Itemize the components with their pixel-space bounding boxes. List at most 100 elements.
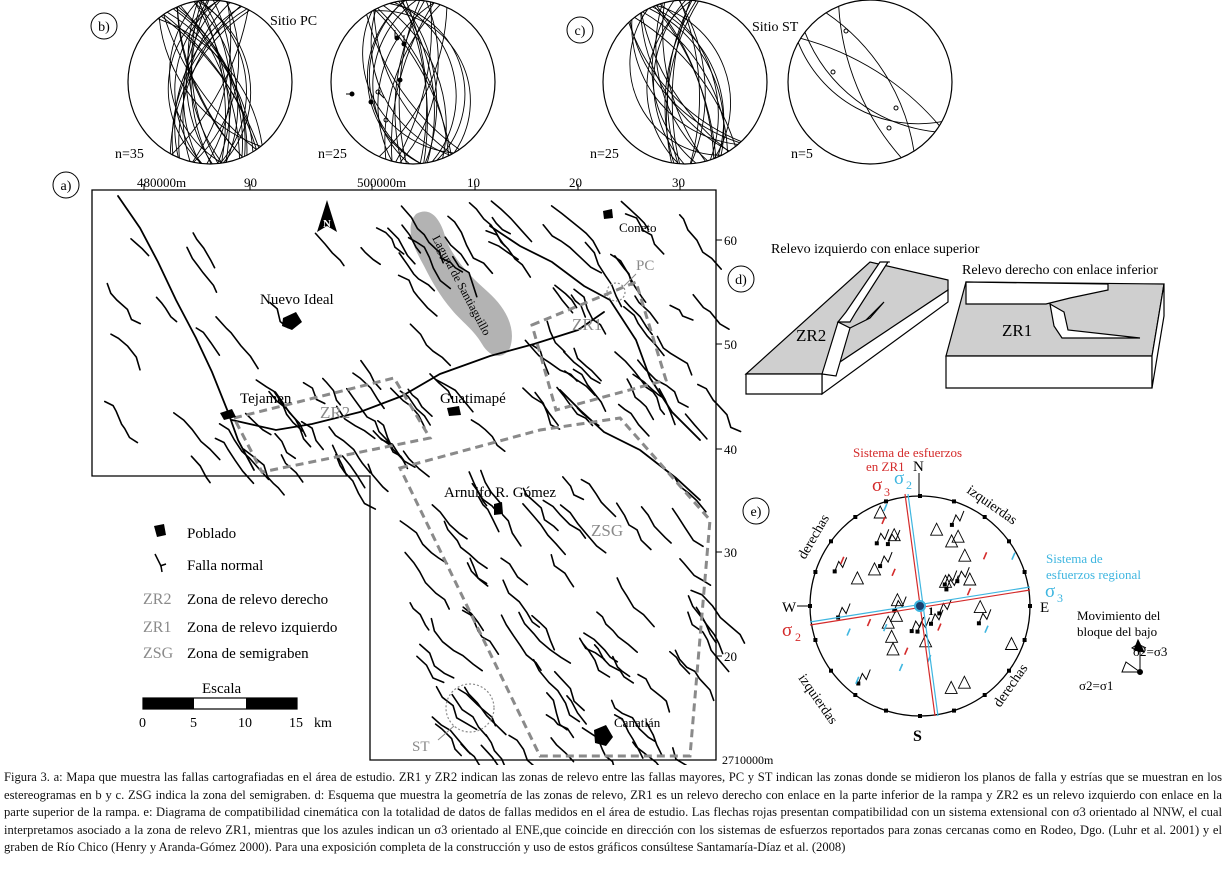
- zone-st-label: ST: [412, 739, 430, 755]
- place-guatimape: Guatimapé: [440, 391, 506, 407]
- great-circle: [199, 0, 247, 164]
- fault-line: [190, 455, 211, 484]
- fault-line: [613, 714, 644, 759]
- fault-line: [328, 426, 372, 474]
- fault-line: [616, 577, 655, 628]
- svg-text:3: 3: [1057, 591, 1063, 605]
- tick-30: 30: [672, 175, 685, 190]
- fault-line: [553, 670, 585, 712]
- fault-line: [322, 377, 342, 406]
- fault-line: [623, 306, 665, 357]
- place-arnulfo: Arnulfo R. Gómez: [444, 485, 556, 501]
- panel-e-label: e): [742, 497, 770, 525]
- fault-line: [389, 387, 426, 429]
- fault-line: [435, 378, 474, 413]
- fault-line: [610, 253, 647, 303]
- svg-text:σ: σ: [894, 468, 904, 489]
- panel-d-label: d): [727, 265, 755, 293]
- great-circle: [667, 0, 693, 164]
- fault-line: [692, 293, 730, 330]
- fault-line: [400, 205, 444, 264]
- town-tejamen-icon: [220, 409, 236, 420]
- great-circle: [646, 0, 692, 165]
- great-circle: [655, 3, 708, 162]
- slip-point: [915, 629, 920, 634]
- rim-point: [982, 515, 987, 519]
- fault-line: [596, 611, 638, 653]
- place-tejamen: Tejamen: [240, 391, 292, 407]
- fault-line: [407, 388, 433, 417]
- stress-arrow: [903, 647, 909, 656]
- fault-line: [556, 386, 594, 427]
- great-circle: [395, 1, 432, 163]
- fault-line: [367, 463, 389, 493]
- fault-line: [612, 655, 631, 678]
- scale-unit: km: [314, 716, 332, 731]
- svg-text:c): c): [575, 24, 586, 39]
- fault-line: [480, 469, 502, 504]
- fault-line: [552, 287, 574, 314]
- fault-line: [466, 562, 489, 587]
- fault-line: [477, 496, 500, 533]
- slip-triangle: [850, 570, 865, 585]
- stereonet-group: b) Sitio PC n=35 n=25 c) Sitio ST n=25: [90, 0, 953, 165]
- rim-point: [982, 693, 987, 697]
- slip-arrow: [834, 557, 848, 572]
- fault-line: [500, 614, 542, 671]
- tick-n30: 30: [724, 545, 737, 560]
- slip-arrow: [945, 575, 959, 590]
- fault-line: [570, 294, 587, 318]
- great-circle: [394, 0, 425, 164]
- slip-arrow: [951, 510, 965, 526]
- mov-eq-1: σ2=σ3: [1133, 644, 1167, 659]
- fault-line: [401, 224, 422, 254]
- zone-zr1-label: ZR1: [572, 315, 602, 334]
- zr2-outline: [231, 376, 433, 474]
- svg-text:d): d): [735, 273, 747, 288]
- great-circle: [797, 42, 942, 125]
- great-circle: [393, 1, 457, 163]
- sigma2-red-left: σ 2: [782, 620, 801, 644]
- zsg-outline: [397, 416, 712, 758]
- fault-line: [104, 400, 139, 444]
- fault-line: [280, 454, 304, 483]
- fault-line: [360, 359, 382, 390]
- fault-line: [404, 551, 450, 610]
- great-circle: [679, 0, 700, 164]
- mov-eq-2: σ2=σ1: [1079, 678, 1113, 693]
- town-canatlan-icon: [594, 725, 613, 746]
- fault-line: [375, 227, 405, 255]
- fault-line: [624, 213, 665, 255]
- rim-point: [884, 499, 888, 504]
- fault-line: [572, 368, 607, 412]
- fault-line: [690, 589, 746, 644]
- slip-triangle: [944, 533, 959, 548]
- slip-triangle: [973, 599, 987, 614]
- fault-line: [407, 236, 452, 290]
- fault-line: [697, 383, 742, 433]
- legend-zr2-text: Zona de relevo derecho: [187, 592, 328, 608]
- fault-line: [669, 304, 694, 321]
- label-izquierdas-top: izquierdas: [964, 483, 1020, 528]
- fault-line: [457, 688, 497, 727]
- fault-line: [419, 643, 455, 679]
- panel-b-label: b): [90, 12, 118, 40]
- fault-line: [470, 419, 506, 452]
- slip-triangle: [881, 615, 895, 629]
- poblado-icon: [154, 524, 166, 537]
- town-coneto-icon: [603, 209, 613, 219]
- stress-arrow: [866, 618, 872, 627]
- fault-line: [430, 617, 483, 672]
- kinematic-diagram: e) Sistema de esfuerzos en ZR1 Sistema d…: [742, 445, 1167, 745]
- great-circle: [629, 8, 723, 156]
- site-st-title: Sitio ST: [752, 20, 799, 35]
- slip-arrow: [938, 599, 952, 614]
- block-diagrams: d) Relevo izquierdo con enlace superior …: [727, 242, 1165, 396]
- fault-line: [684, 413, 708, 440]
- great-circle: [405, 0, 428, 164]
- tick-10: 10: [467, 175, 480, 190]
- place-canatlan: Canatlán: [614, 715, 661, 730]
- pc-site-circle: [606, 282, 626, 302]
- fault-line: [435, 685, 478, 731]
- fault-line: [352, 372, 385, 410]
